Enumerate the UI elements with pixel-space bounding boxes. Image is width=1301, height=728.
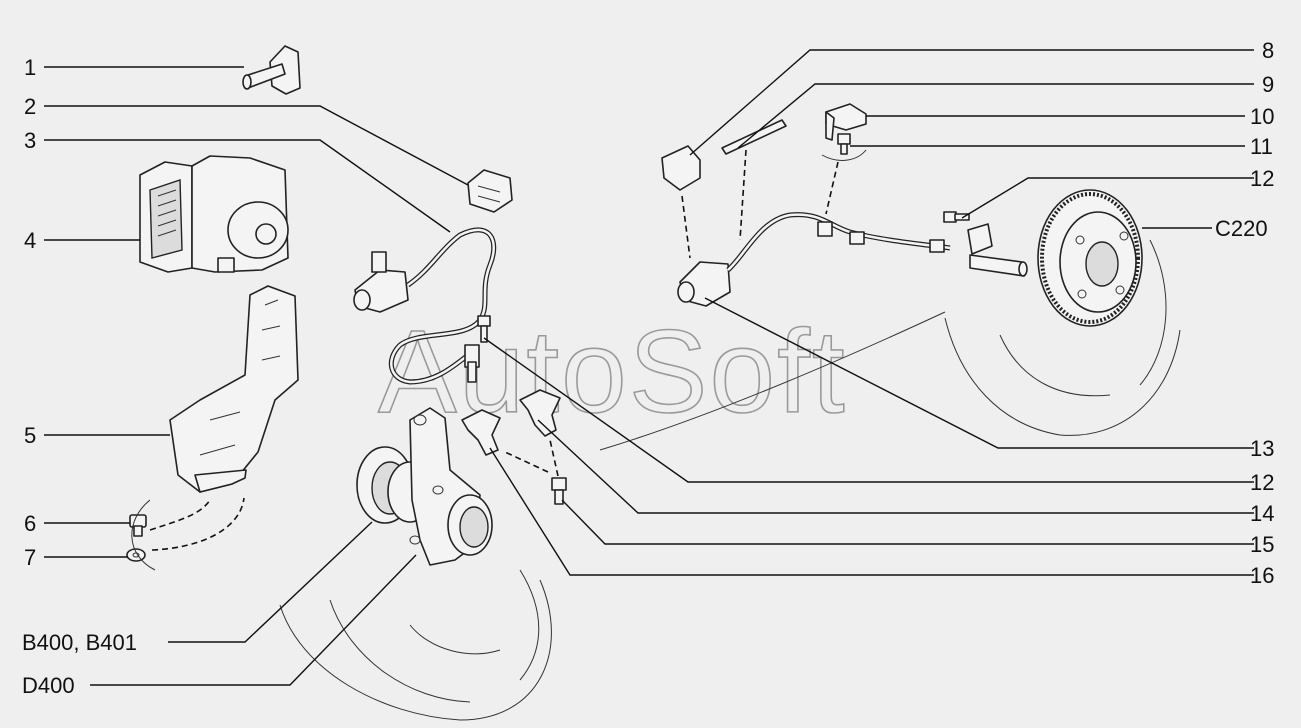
part-16-bracket (461, 409, 501, 456)
part-5-mounting-bracket (169, 285, 299, 493)
leader-lines (44, 49, 1254, 686)
label-13: 13 (1250, 436, 1274, 461)
label-3: 3 (24, 128, 36, 153)
label-9: 9 (1262, 72, 1274, 97)
part-1-sensor-clip (242, 45, 301, 95)
tone-ring-c220 (1037, 189, 1143, 327)
label-15: 15 (1250, 532, 1274, 557)
label-11: 11 (1250, 134, 1273, 159)
rear-sensor-harness (677, 212, 1028, 307)
label-b400-b401: B400, B401 (22, 630, 137, 655)
axle-line (599, 311, 946, 451)
assembly-arrow (739, 149, 747, 241)
part-14-bracket (519, 389, 561, 437)
assembly-arrow (681, 195, 691, 259)
assembly-bracket (821, 149, 867, 161)
part-10-bracket (825, 103, 867, 141)
assembly-arrow (151, 497, 245, 551)
label-12-top: 12 (1250, 166, 1274, 191)
part-4-abs-unit (139, 155, 289, 273)
assembly-arrow (825, 161, 839, 215)
label-16: 16 (1250, 563, 1274, 588)
part-12-front-bolt (477, 315, 491, 343)
part-7-washer (126, 548, 146, 562)
part-15-bolt (551, 477, 567, 505)
label-8: 8 (1262, 38, 1274, 63)
label-6: 6 (24, 511, 36, 536)
steering-knuckle-d400 (409, 407, 493, 566)
assembly-arrow (149, 499, 211, 531)
watermark: AutoSoft (378, 306, 847, 438)
part-12-rear-bolt (943, 211, 970, 223)
label-1: 1 (24, 55, 36, 80)
rear-tyre-outline (944, 239, 1181, 436)
front-tyre-outline (279, 569, 552, 721)
label-14: 14 (1250, 501, 1274, 526)
label-d400: D400 (22, 673, 75, 698)
label-12-bottom: 12 (1250, 470, 1274, 495)
assembly-arrow (504, 451, 549, 473)
label-7: 7 (24, 545, 36, 570)
assembly-arrow (549, 439, 559, 477)
label-2: 2 (24, 94, 36, 119)
part-8-harness-clip (661, 145, 701, 191)
part-9-cable-tie (721, 119, 787, 155)
label-5: 5 (24, 423, 36, 448)
label-4: 4 (24, 228, 36, 253)
part-6-bolt (129, 514, 147, 537)
part-2-harness-clip (467, 169, 513, 213)
part-11-screw (837, 133, 851, 155)
label-10: 10 (1250, 104, 1274, 129)
label-c220: C220 (1215, 216, 1268, 241)
assembly-bracket (131, 499, 156, 571)
